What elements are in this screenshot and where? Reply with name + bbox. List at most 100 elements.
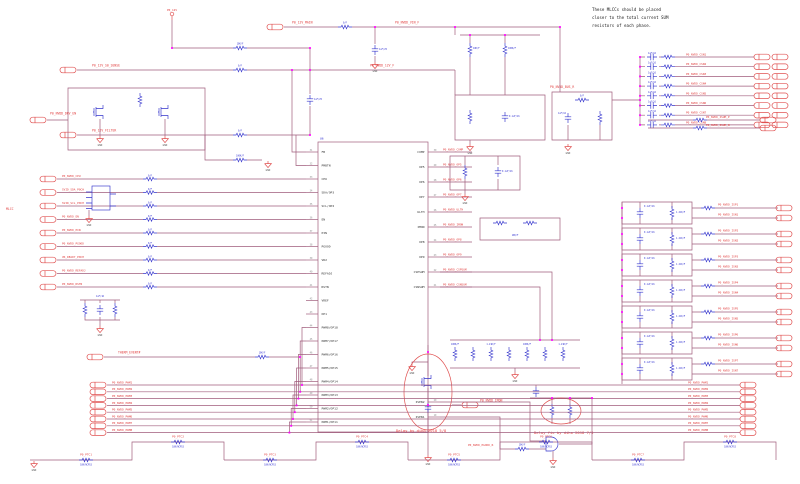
net-label: P0_NVDD_PWM1: [112, 380, 133, 384]
ic-pin: 27 OP7: [419, 194, 440, 199]
net-label: P0_NVDD_ISUM_P: [706, 115, 730, 119]
pin-name: PWM4/OP14: [322, 380, 338, 384]
pin-number: 42: [310, 298, 313, 301]
net-label: P0_NVDD_DRV_EN: [50, 112, 76, 116]
pin-name: OP5: [419, 165, 425, 169]
ic-pin: 32 PMBTN: [306, 163, 331, 168]
value-label: 10K/NCP15: [172, 445, 185, 448]
mosfet-pair-block: P0_NVDD_DRV_EN: [29, 87, 206, 151]
pin-number: 28: [434, 179, 437, 182]
pin-name: PGOOD: [322, 245, 331, 249]
left-port-row: P0_NVDD_REFADJ 0/F: [39, 269, 306, 277]
net-label: P0_NVDD_PWM4: [112, 401, 133, 405]
value-label: 10K/F: [512, 234, 519, 237]
left-port-row: P0_NVDD_CPU 0/F: [39, 174, 306, 183]
pin-name: SDA/OP3: [322, 191, 335, 195]
net-label: P0_NVDD_CPU: [62, 174, 81, 178]
left-port-row: P0_NVDD_RSTN 0/F: [39, 282, 306, 291]
net-label: P0_NVDD_ISP4: [718, 281, 739, 285]
left-port-row: SVID_SCL_P0CH 0/F: [39, 201, 306, 210]
pin-name: RSTN: [322, 285, 329, 289]
pin-number: 36: [310, 217, 313, 220]
phase-sense-block: 0.1uF/16 1.21K/F P0_NVDD_ISP6 P0_NVDD_IS…: [621, 331, 793, 355]
net-label: P0_NVDD_PWM2: [688, 387, 709, 391]
ic-pin: 41 RSTN: [306, 284, 329, 289]
value-label: 0/F: [148, 283, 153, 286]
value-label: 1.21K/F: [676, 289, 686, 292]
net-label: P0_PTC1: [80, 452, 92, 456]
net-label: P0_NVDD_PWM5: [112, 408, 133, 412]
pin-number: 32: [310, 163, 313, 166]
net-label: P0_NVDD_BUS_R: [550, 85, 574, 89]
net-label: P0_NVDD_ISP6: [718, 333, 739, 337]
pin-number: 44: [310, 325, 313, 328]
value-label: 1.21K/F: [676, 315, 686, 318]
value-label: 0/F: [238, 65, 243, 68]
pin-name: OP9: [419, 255, 425, 259]
net-label: P0_12V_FILTER: [92, 129, 116, 133]
pwm-row: P0_NVDD_PWM8 P0_NVDD_PWM8: [89, 428, 757, 436]
value-label: 0/F: [148, 269, 153, 272]
pin-number: 35: [310, 203, 313, 206]
pwm-fan-wires: [289, 327, 306, 433]
value-label: 1.21K/F: [676, 367, 686, 370]
pwm-row: P0_NVDD_PWM6 P0_NVDD_PWM6: [89, 414, 757, 423]
note-line: These MLCCs should be placed: [592, 7, 662, 12]
note-line: closer to the total current SUM: [592, 15, 669, 20]
value-label: 1uF/16: [648, 71, 657, 74]
value-label: 1.21K/F: [676, 263, 686, 266]
pin-name: VR2: [322, 258, 328, 262]
phase-sense-block: 0.1uF/16 1.21K/F P0_NVDD_ISP3 P0_NVDD_IS…: [621, 253, 793, 277]
net-label: P0_NVDD_CSN6: [686, 101, 707, 105]
pin-number: 26: [434, 209, 437, 212]
net-label: P0_PTC3: [264, 452, 276, 456]
value-label: 0.1uF/16: [644, 335, 655, 338]
net-label: P0_NVDD_PWM4: [688, 401, 709, 405]
phase-sense-blocks: 0.1uF/16 1.21K/F P0_NVDD_ISP1 P0_NVDD_IS…: [621, 201, 793, 381]
pin-name: CSPSUM: [414, 270, 425, 274]
sense-row: 1uF/16 P0_NVDD_CSN1: [639, 52, 789, 60]
ptc-chain: P0_PTC1 10K/NCP15 P0_PTC2 10K/NCP15 P0_P…: [40, 434, 777, 466]
net-label: P0_NVDD_ISN5: [718, 317, 739, 321]
ic-pin: 51 PWM1/OP11: [306, 419, 338, 424]
pin-name: CPU: [322, 177, 328, 181]
pin-number: 30: [434, 149, 437, 152]
ic-pin: 29 OP5: [419, 164, 440, 169]
value-label: 1uF/16: [96, 295, 105, 298]
value-label: 1uF/16: [648, 101, 657, 104]
ic-pin: 24 OP8: [419, 239, 440, 244]
left-misc: MLCC 1uF/16: [6, 70, 306, 338]
left-port-row: SVID_SDA_P0CH 0/F: [39, 188, 306, 196]
net-label: P0_NVDD_ISN2: [718, 239, 739, 243]
value-label: 1uF/16: [648, 110, 657, 113]
net-label-row: P0_NVDD_ULTH: [440, 208, 472, 213]
net-label-row: P0_NVDD_OP7: [440, 193, 472, 198]
ic-pin: 23 OP9: [419, 254, 440, 259]
value-label: 0/F: [148, 215, 153, 218]
ic-pin: 37 PIN: [306, 230, 327, 235]
net-label: P0_PTC4: [356, 434, 368, 438]
delay-annotation-2: Delay fix by diho 2018 7/3: [530, 385, 593, 435]
net-label: P0_NVDD_CSN4: [686, 82, 707, 86]
net-label-row: P0_NVDD_CSNSUM: [440, 283, 472, 288]
value-label: 1uF/16: [648, 91, 657, 94]
pin-name: IMON: [417, 225, 424, 229]
value-label: 1uF/16: [558, 112, 567, 115]
value-label: 1uF/25: [314, 98, 323, 101]
pin-name: FB: [322, 150, 326, 154]
pwm-row: P0_NVDD_PWM5 P0_NVDD_PWM5: [89, 408, 757, 416]
phase-sense-block: 0.1uF/16 1.21K/F P0_NVDD_ISP2 P0_NVDD_IS…: [621, 227, 793, 251]
value-label: 0.1uF/16: [509, 115, 520, 118]
ptc-chain-start: [30, 459, 40, 473]
pin-name: VREF: [322, 299, 329, 303]
ic-pin: 30 COMP: [417, 149, 440, 154]
left-port-rows: P0_NVDD_CPU 0/F SVID_SDA_P0CH 0/F SVID_S…: [39, 174, 306, 291]
pin-number: 24: [434, 239, 437, 242]
pin-name: PWM3/OP13: [322, 393, 338, 397]
ic-pin: 45 PWM7/OP17: [306, 338, 338, 343]
net-label-row: P0_NVDD_IMON: [440, 223, 472, 228]
net-label: P0_NVDD_PWM7: [112, 421, 133, 425]
value-label: 10K/NCP15: [80, 463, 93, 466]
value-label: 0.1uF/16: [644, 361, 655, 364]
net-label: P0_NVDD_PWM2: [112, 387, 133, 391]
